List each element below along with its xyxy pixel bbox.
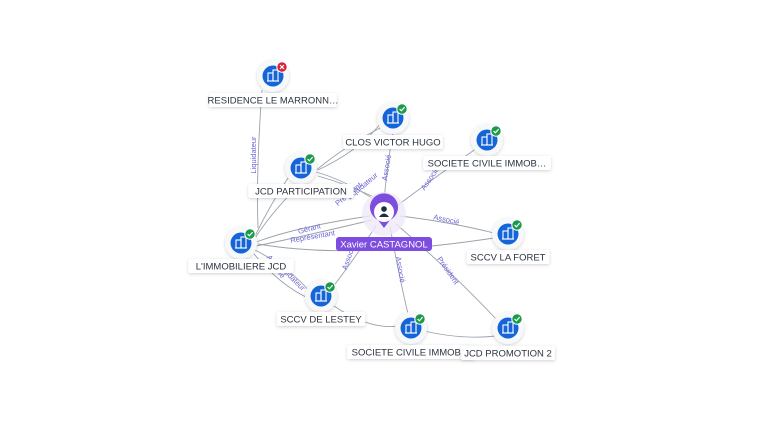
node-label: SCCV DE LESTEY (276, 312, 366, 326)
node-jcdpromo[interactable]: JCD PROMOTION 2 (461, 312, 555, 360)
edge-e-promo[interactable] (395, 223, 498, 321)
check-icon (304, 153, 316, 165)
edge-e-resid[interactable] (257, 89, 263, 229)
building-icon (315, 289, 327, 302)
svg-text:SCCV DE LESTEY: SCCV DE LESTEY (280, 315, 362, 326)
building-icon (267, 69, 279, 82)
connector-line (254, 177, 289, 237)
check-icon (396, 103, 408, 115)
node-sci1[interactable]: SOCIETE CIVILE IMMOB… (423, 124, 551, 170)
edge-e-lestey[interactable] (331, 225, 377, 289)
edge-e-immo1[interactable] (255, 215, 371, 243)
edge-label: Associé (380, 154, 393, 181)
cross-icon (276, 61, 288, 73)
node-sci2[interactable]: SOCIETE CIVILE IMMOB… (347, 312, 475, 359)
node-label: L'IMMOBILIERE JCD (188, 259, 294, 273)
svg-text:JCD PROMOTION 2: JCD PROMOTION 2 (464, 349, 552, 360)
check-icon (511, 313, 523, 325)
node-jcdpart[interactable]: JCD PARTICIPATION (248, 152, 354, 198)
node-label: SOCIETE CIVILE IMMOB… (423, 156, 551, 170)
center-name-badge: Xavier CASTAGNOL (336, 237, 432, 251)
edge-label: Associé (394, 256, 407, 283)
building-icon (235, 236, 247, 249)
person-icon (379, 206, 389, 217)
edge-e-sci1[interactable] (397, 145, 481, 206)
svg-text:CLOS VICTOR HUGO: CLOS VICTOR HUGO (345, 138, 440, 149)
node-label: SOCIETE CIVILE IMMOB… (347, 345, 475, 359)
node-clos[interactable]: CLOS VICTOR HUGO (343, 102, 443, 149)
svg-text:Xavier CASTAGNOL: Xavier CASTAGNOL (340, 240, 427, 251)
edge-label: Président (435, 255, 461, 287)
building-icon (481, 133, 493, 146)
node-immojcd[interactable]: L'IMMOBILIERE JCD (188, 227, 294, 273)
edge-e-foret[interactable] (399, 215, 495, 234)
svg-text:SCCV LA FORET: SCCV LA FORET (471, 253, 546, 264)
svg-text:RESIDENCE LE MARRONN…: RESIDENCE LE MARRONN… (208, 96, 339, 107)
check-icon (511, 219, 523, 231)
node-label: CLOS VICTOR HUGO (343, 135, 443, 149)
connector-line (333, 305, 399, 327)
edge-e-immo2[interactable] (255, 219, 373, 247)
building-icon (502, 227, 514, 240)
building-icon (387, 111, 399, 124)
node-foret[interactable]: SCCV LA FORET (466, 218, 550, 264)
check-icon (244, 228, 256, 240)
building-icon (405, 321, 417, 334)
check-icon (414, 313, 426, 325)
center-person-node[interactable]: Xavier CASTAGNOL (336, 192, 432, 251)
node-label: JCD PROMOTION 2 (461, 346, 555, 360)
building-icon (502, 321, 514, 334)
node-label: RESIDENCE LE MARRONN… (208, 93, 339, 107)
svg-text:JCD PARTICIPATION: JCD PARTICIPATION (255, 187, 347, 198)
building-icon (295, 161, 307, 174)
node-label: JCD PARTICIPATION (248, 184, 354, 198)
svg-text:L'IMMOBILIERE JCD: L'IMMOBILIERE JCD (196, 262, 287, 273)
node-lestey[interactable]: SCCV DE LESTEY (276, 280, 366, 326)
edge-label: Associé (433, 212, 461, 226)
check-icon (324, 281, 336, 293)
node-label: SCCV LA FORET (466, 250, 550, 264)
node-residence[interactable]: RESIDENCE LE MARRONN… (208, 60, 339, 107)
edge-label: Liquidateur (249, 136, 258, 174)
svg-text:SOCIETE CIVILE IMMOB…: SOCIETE CIVILE IMMOB… (352, 348, 471, 359)
check-icon (490, 125, 502, 137)
svg-text:SOCIETE CIVILE IMMOB…: SOCIETE CIVILE IMMOB… (428, 159, 547, 170)
connector-line (419, 329, 497, 338)
